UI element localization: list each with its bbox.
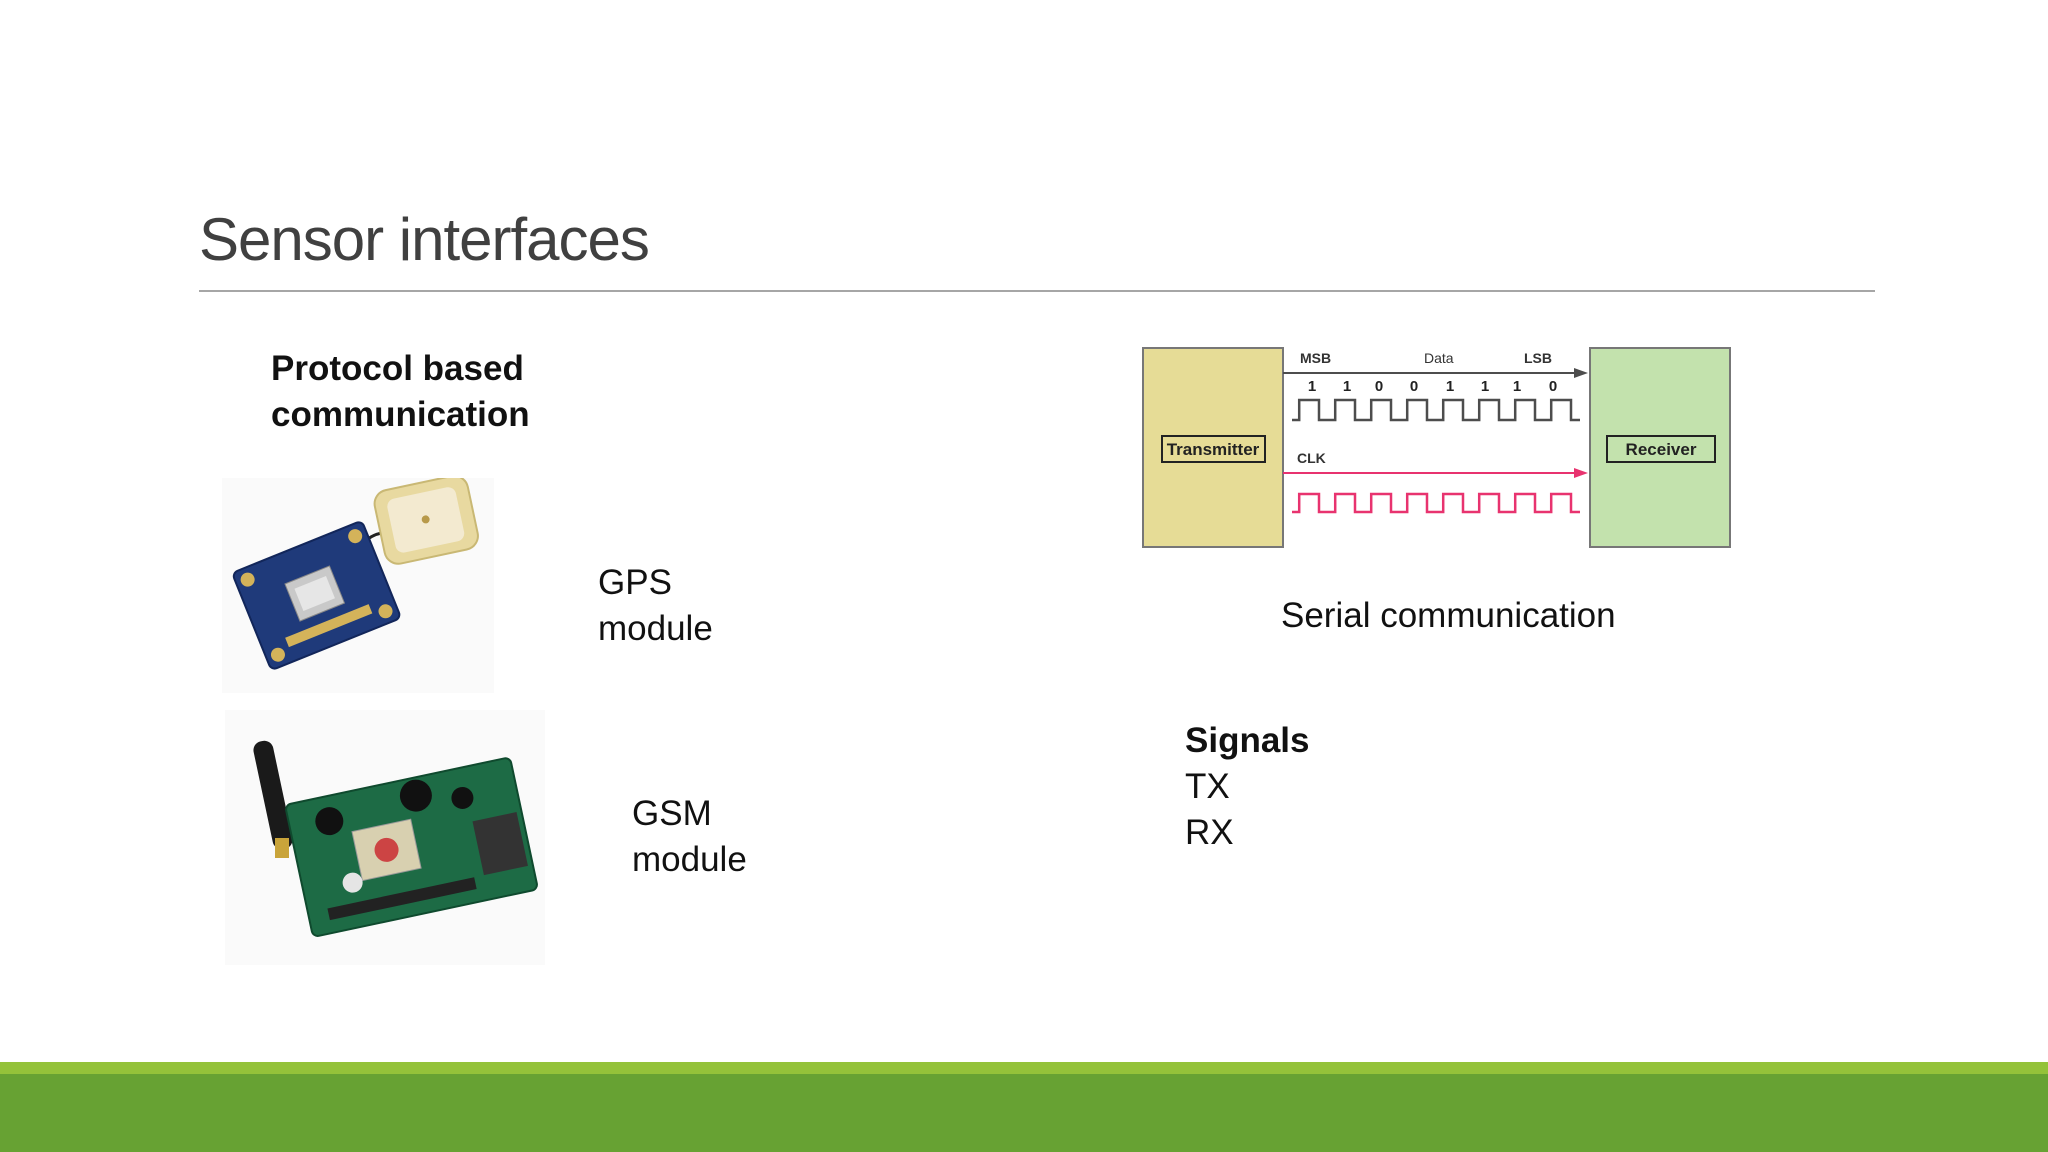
bit-8: 0 [1549, 378, 1557, 395]
bit-4: 0 [1410, 378, 1418, 395]
lsb-label: LSB [1524, 350, 1552, 366]
diagram-caption: Serial communication [1281, 596, 1616, 635]
data-label: Data [1424, 350, 1454, 366]
receiver-label-box [1606, 435, 1716, 463]
clock-arrow-head [1574, 468, 1588, 478]
footer-bar [0, 1074, 2048, 1152]
serial-diagram: Transmitter Receiver MSB Data LSB 1 1 0 … [1142, 346, 1732, 551]
bit-6: 1 [1481, 378, 1489, 395]
gps-label-line2: module [598, 609, 713, 648]
gsm-label-line1: GSM [632, 794, 712, 833]
data-waveform [1292, 398, 1580, 422]
protocol-heading: Protocol based communication [271, 346, 530, 438]
gps-label: GPS module [598, 560, 713, 652]
transmitter-label: Transmitter [1167, 440, 1260, 459]
signals-block: Signals TX RX [1185, 718, 1309, 856]
protocol-heading-line2: communication [271, 395, 530, 434]
bit-7: 1 [1513, 378, 1521, 395]
footer-accent-bar [0, 1062, 2048, 1074]
transmitter-label-box [1161, 435, 1266, 463]
signal-tx: TX [1185, 767, 1230, 806]
data-arrow-head [1574, 368, 1588, 378]
protocol-heading-line1: Protocol based [271, 349, 524, 388]
title-divider [199, 290, 1875, 292]
msb-label: MSB [1300, 350, 1331, 366]
receiver-label: Receiver [1626, 440, 1697, 459]
receiver-block [1589, 347, 1731, 548]
bit-2: 1 [1343, 378, 1351, 395]
gsm-label-line2: module [632, 840, 747, 879]
gps-label-line1: GPS [598, 563, 672, 602]
clk-label: CLK [1297, 450, 1326, 466]
clock-waveform [1292, 492, 1580, 514]
slide-title: Sensor interfaces [199, 206, 650, 273]
bit-values: 1 1 0 0 1 1 1 0 [1308, 378, 1557, 395]
signal-rx: RX [1185, 813, 1234, 852]
bit-1: 1 [1308, 378, 1316, 395]
bit-5: 1 [1446, 378, 1454, 395]
gsm-label: GSM module [632, 791, 747, 883]
gsm-module-image [225, 710, 545, 965]
signals-heading: Signals [1185, 721, 1310, 760]
bit-3: 0 [1375, 378, 1383, 395]
transmitter-block [1142, 347, 1284, 548]
gps-module-image [222, 474, 494, 693]
